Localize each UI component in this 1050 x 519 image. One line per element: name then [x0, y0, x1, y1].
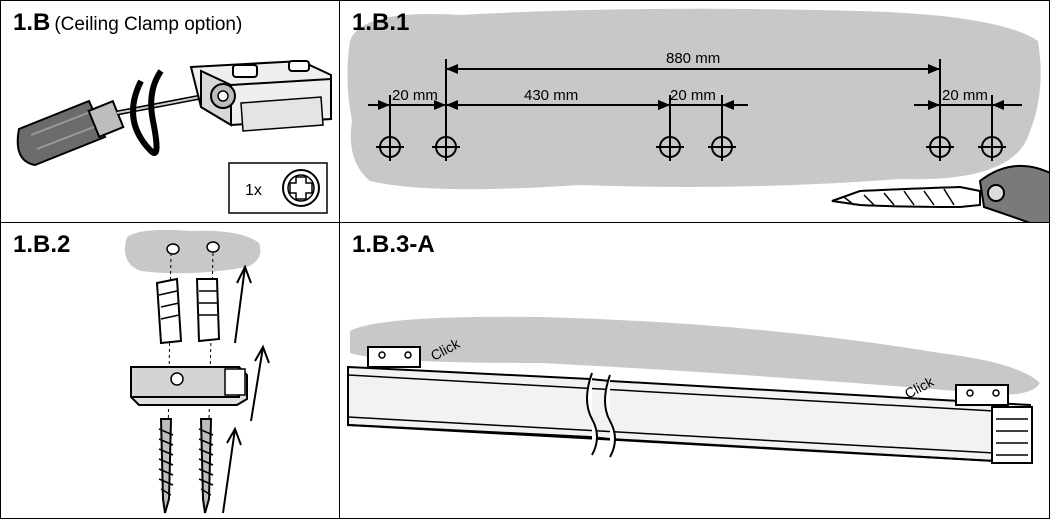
- step-subtitle: (Ceiling Clamp option): [54, 14, 243, 35]
- upward-arrow-icon: [222, 264, 270, 514]
- track-click-illustration: Click Click: [347, 316, 1040, 465]
- panel-1b3a: Click Click 1.B.3-A: [339, 222, 1050, 519]
- track-profile-icon: [347, 365, 1033, 465]
- panel-title: 1.B.2: [13, 231, 71, 258]
- clamp-screw-illustration: 1x: [16, 59, 332, 214]
- screw-head-icon: [282, 169, 320, 207]
- wood-screw-icon: [158, 418, 214, 514]
- wall-plug-icon: [155, 277, 221, 345]
- dim-mid: 430 mm: [524, 87, 578, 104]
- dim-total: 880 mm: [666, 50, 720, 67]
- ceiling-surface: [124, 229, 261, 274]
- panel-title: 1.B.3-A: [352, 231, 435, 258]
- drill-icon: [831, 164, 1049, 222]
- panel-1b1: 880 mm 430 mm 20 mm 20 mm 20 mm 1.B.1: [339, 0, 1050, 223]
- ceiling-clamp-icon: [189, 59, 332, 132]
- ceiling-surface: [350, 316, 1040, 395]
- screwdriver-icon: [16, 92, 212, 167]
- dim-c: 20 mm: [942, 87, 988, 104]
- clamp-block-icon: [130, 366, 248, 406]
- dim-b: 20 mm: [670, 87, 716, 104]
- quantity-label: 1x: [245, 182, 262, 199]
- panel-1b: 1.B(Ceiling Clamp option): [0, 0, 340, 223]
- ceiling-surface: [347, 8, 1041, 190]
- anchor-install-illustration: [124, 229, 270, 514]
- dim-a: 20 mm: [392, 87, 438, 104]
- drill-hole-markers: [376, 133, 1006, 161]
- panel-1b2: 1.B.2: [0, 222, 340, 519]
- clip-bracket-icon: [367, 346, 1009, 406]
- drill-template-illustration: 880 mm 430 mm 20 mm 20 mm 20 mm: [347, 8, 1049, 222]
- panel-title: 1.B.1: [352, 9, 410, 36]
- step-number: 1.B: [13, 9, 51, 36]
- rotation-arrow-icon: [130, 69, 164, 156]
- panel-title: 1.B(Ceiling Clamp option): [13, 9, 242, 37]
